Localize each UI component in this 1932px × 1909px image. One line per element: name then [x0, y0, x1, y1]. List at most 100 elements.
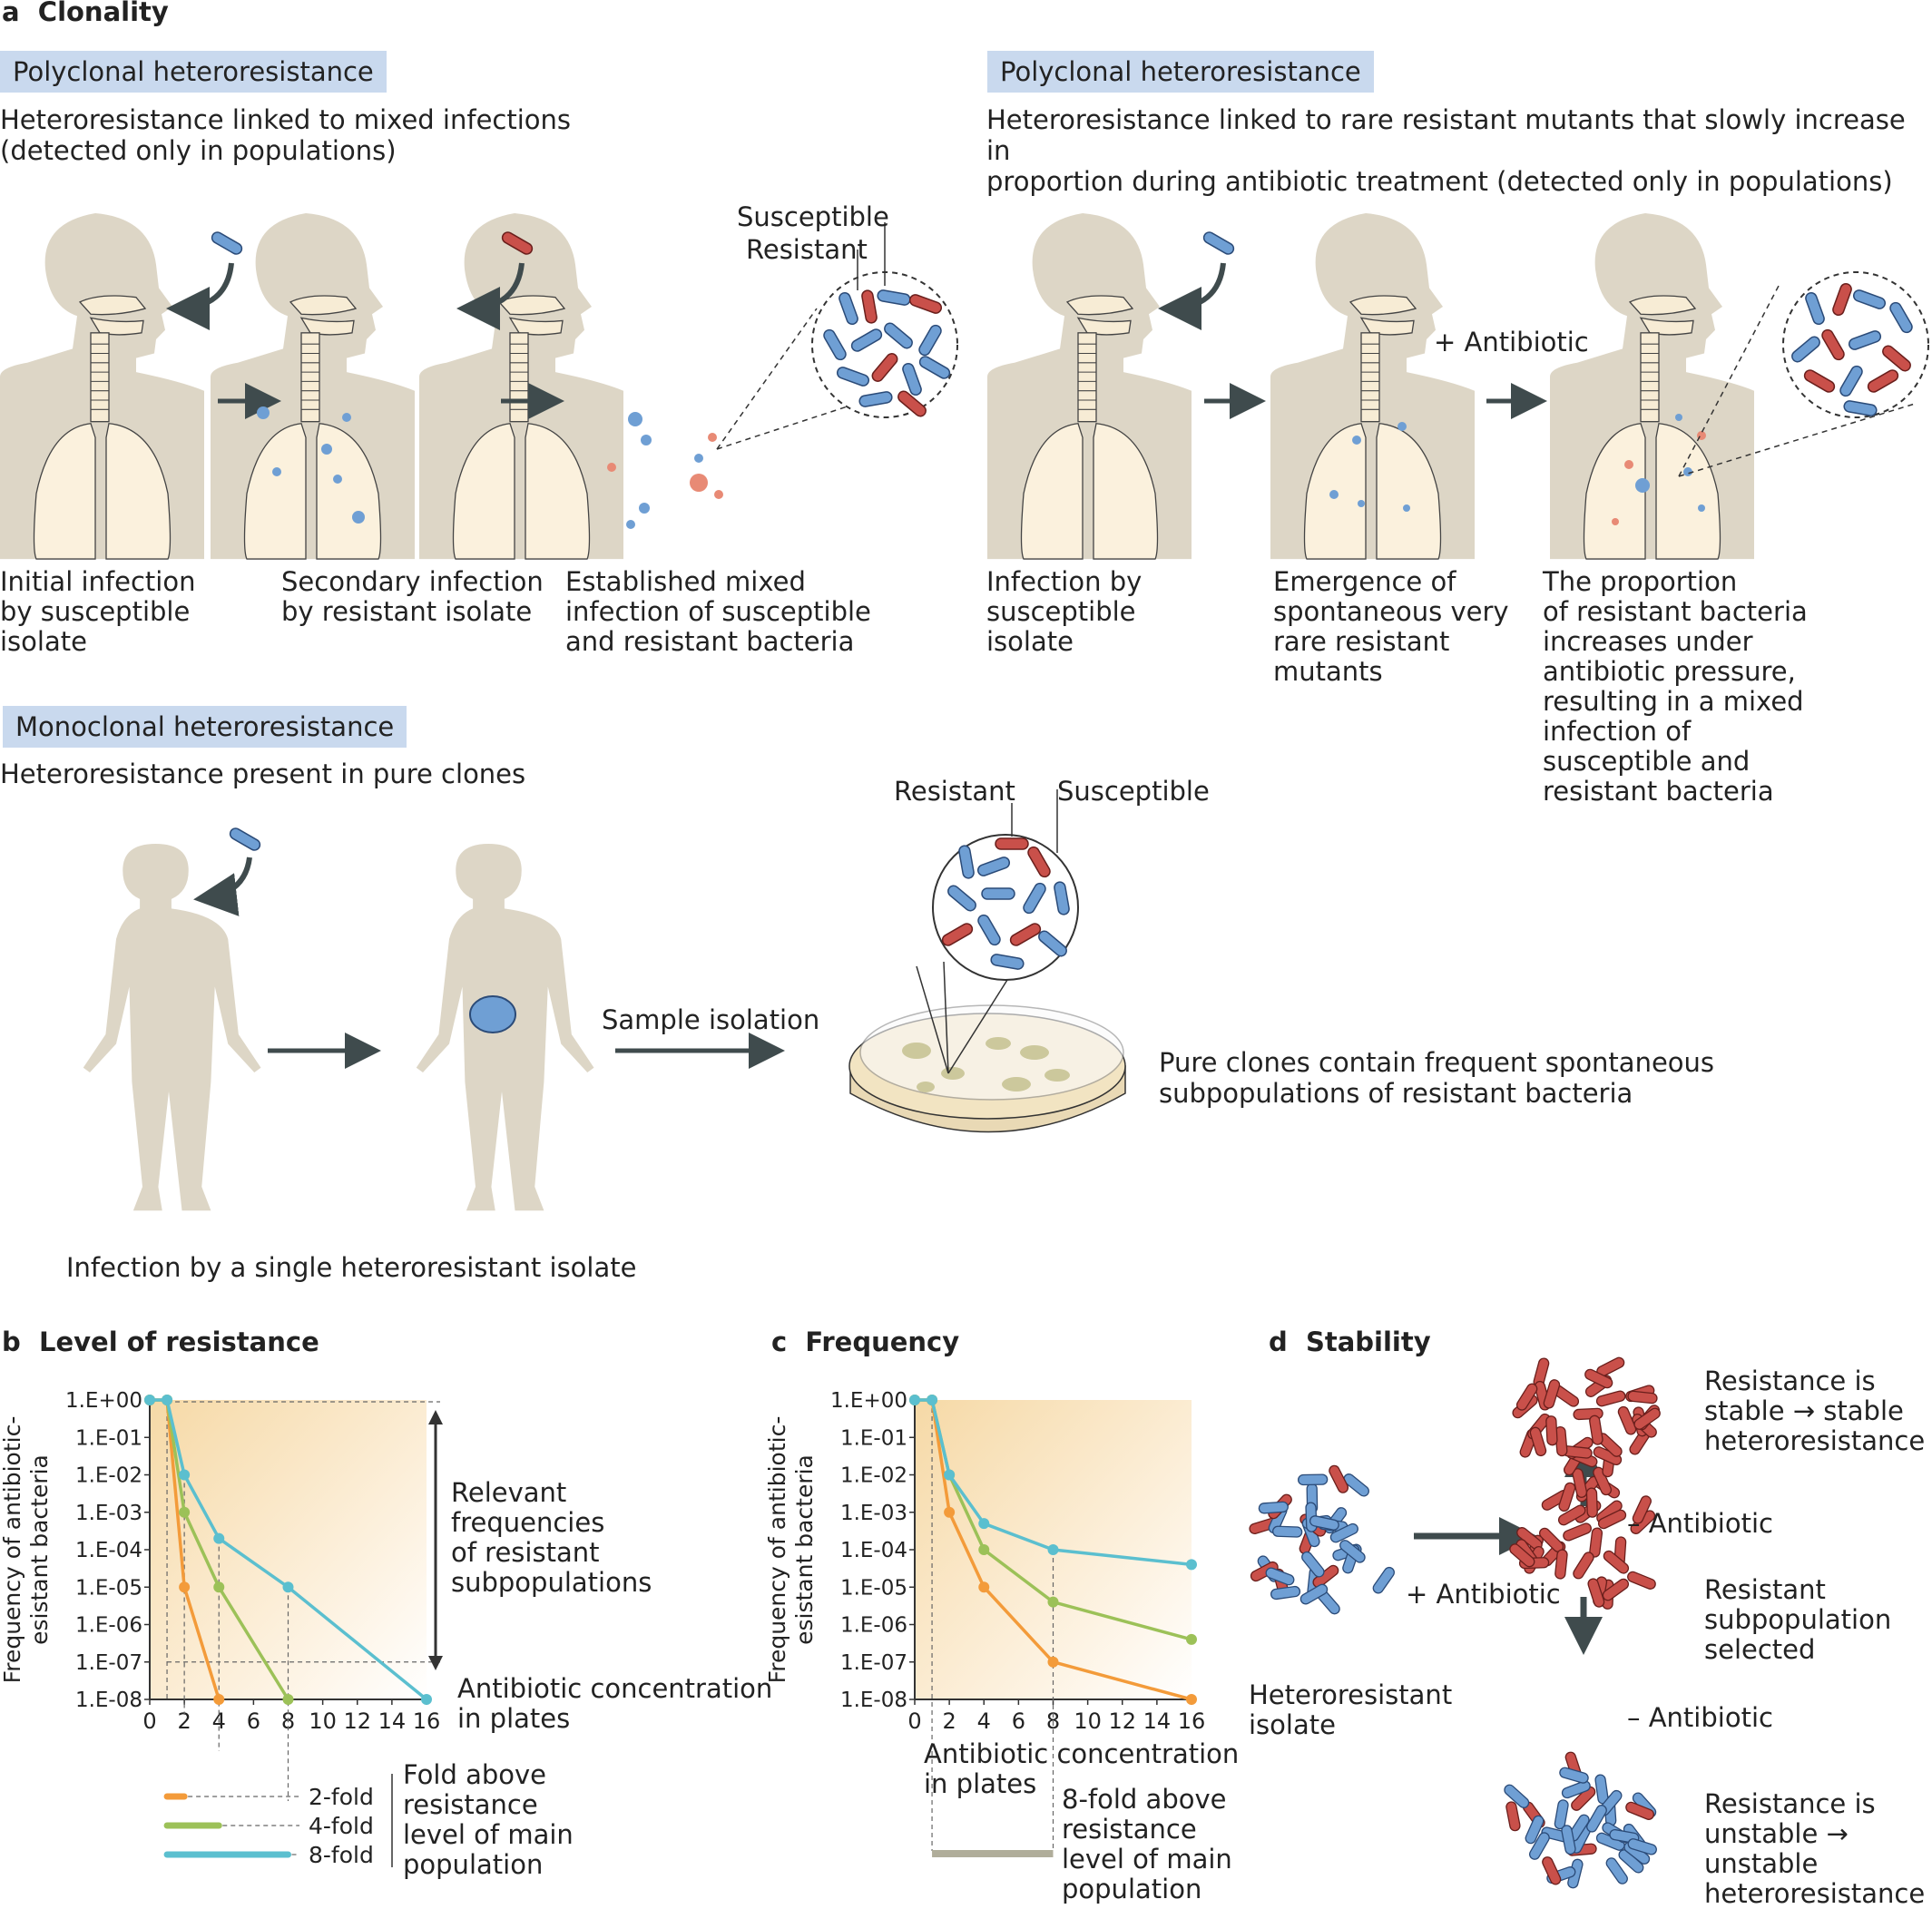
caption-stage-3: Established mixed infection of susceptib… [565, 567, 871, 657]
data-point [978, 1544, 990, 1555]
susceptible-bacterium [1299, 1583, 1329, 1605]
data-point [1186, 1694, 1197, 1705]
label-minus-antibiotic-down: – Antibiotic [1627, 1702, 1773, 1733]
resistant-bacterium [1587, 1578, 1605, 1608]
zoom-circle-clone [932, 789, 1079, 981]
fold-note-c-line: level of main [1062, 1844, 1232, 1875]
caption-line: infection of susceptible [565, 596, 871, 627]
susceptible-bacterium [1372, 1566, 1395, 1594]
y-tick-label: 1.E-04 [840, 1539, 907, 1562]
desc-left-line2: (detected only in populations) [0, 135, 397, 166]
human-head-4 [986, 212, 1192, 560]
zoom-circle-mixed [716, 222, 958, 450]
data-point [944, 1469, 956, 1481]
x-tick-label: 0 [142, 1708, 156, 1734]
x-tick-label: 4 [977, 1708, 991, 1734]
x-tick-label: 16 [413, 1708, 441, 1734]
desc-right-line2: proportion during antibiotic treatment (… [986, 166, 1893, 197]
susceptible-bacterium [1329, 1522, 1358, 1543]
caption-line: Initial infection [0, 566, 196, 597]
range-arrow-head-up [428, 1410, 443, 1424]
incoming-bacterium-mono [193, 826, 263, 916]
human-body-1 [83, 844, 261, 1211]
cluster-heteroresistant-isolate [1249, 1464, 1395, 1615]
stable-line: stable → stable [1704, 1395, 1904, 1426]
label-antibiotic-a: + Antibiotic [1434, 327, 1589, 357]
data-point [1047, 1596, 1059, 1608]
caption-line: susceptible and [1543, 746, 1751, 777]
y-tick-label: 1.E-03 [75, 1502, 142, 1525]
caption-line: mutants [1273, 656, 1383, 687]
label-heteroresistant-isolate: Heteroresistant isolate [1249, 1680, 1452, 1740]
xcaption-c-line: in plates [924, 1768, 1037, 1799]
data-point [944, 1506, 956, 1518]
susceptible-bacterium [1258, 1501, 1289, 1514]
chart-background [150, 1400, 427, 1699]
panel-c-header: c Frequency [771, 1327, 959, 1357]
susceptible-bacterium [1270, 1585, 1301, 1601]
annotation-line: of resistant [451, 1537, 600, 1568]
caption-line: isolate [0, 626, 87, 657]
fold-note-c-line: population [1062, 1874, 1202, 1904]
resistant-bacterium [1571, 1786, 1596, 1811]
susceptible-bacterium [1559, 1767, 1589, 1784]
resistant-bacterium [1573, 1552, 1594, 1580]
human-head-5 [1270, 212, 1476, 560]
resistant-bacterium [1529, 1426, 1547, 1457]
y-tick-label: 1.E+00 [830, 1389, 907, 1413]
label-plus-antibiotic: + Antibiotic [1406, 1579, 1561, 1610]
susceptible-bacterium [1309, 1515, 1339, 1531]
resistant-bacterium [1545, 1415, 1558, 1446]
susceptible-bacterium [1605, 1857, 1628, 1885]
x-tick-label: 12 [343, 1708, 371, 1734]
resistant-bacterium [1597, 1509, 1627, 1530]
caption-line: Emergence of [1273, 566, 1456, 597]
susceptible-bacterium [1586, 1805, 1607, 1833]
data-point [909, 1395, 920, 1405]
polyclonal-tag-right: Polyclonal heteroresistance [987, 51, 1374, 93]
susceptible-bacterium [1272, 1525, 1303, 1538]
caption-line: by susceptible [0, 596, 191, 627]
stable-line: Resistance is [1704, 1366, 1876, 1396]
label-susceptible-a: Susceptible [737, 201, 889, 232]
stability-diagram [1249, 1356, 1661, 1889]
panel-a-header: a Clonality [2, 0, 169, 27]
susceptible-bacterium [1343, 1473, 1369, 1497]
resistant-bacterium [1543, 1379, 1561, 1409]
caption-line: increases under [1543, 626, 1753, 657]
susceptible-bacterium [1529, 1832, 1550, 1860]
y-tick-label: 1.E-07 [840, 1651, 907, 1675]
x-tick-label: 2 [942, 1708, 956, 1734]
annotation-line: frequencies [451, 1507, 605, 1538]
caption-line: rare resistant [1273, 626, 1450, 657]
resistant-bacterium [1632, 1495, 1652, 1524]
caption-stage-5: Emergence of spontaneous very rare resis… [1273, 567, 1509, 687]
caption-line: resulting in a mixed [1543, 686, 1804, 717]
label-minus-antibiotic-up: – Antibiotic [1627, 1508, 1773, 1539]
x-tick-label: 2 [177, 1708, 191, 1734]
y-axis-label-line2: esistant bacteria [26, 1454, 53, 1645]
caption-line: Established mixed [565, 566, 806, 597]
label-sample-isolation: Sample isolation [602, 1004, 820, 1035]
data-point [213, 1581, 225, 1593]
fold-note-c-line: 8-fold above [1062, 1784, 1227, 1815]
chart-level-of-resistance: 1.E+001.E-011.E-021.E-031.E-041.E-051.E-… [0, 1389, 443, 1868]
x-tick-label: 14 [378, 1708, 407, 1734]
chart-frequency: 1.E+001.E-011.E-021.E-031.E-041.E-051.E-… [764, 1389, 1205, 1857]
data-point [179, 1469, 191, 1481]
resistant-bacterium [1563, 1522, 1592, 1542]
data-point [927, 1395, 938, 1405]
y-tick-label: 1.E-08 [840, 1689, 907, 1712]
label-resistant-a: Resistant [746, 234, 868, 265]
caption-line: and resistant bacteria [565, 626, 855, 657]
y-tick-label: 1.E-05 [840, 1576, 907, 1600]
x-tick-label: 14 [1143, 1708, 1172, 1734]
cluster-stable [1512, 1356, 1661, 1478]
resistant-bacterium [1589, 1415, 1603, 1445]
xcaption-b-line: Antibiotic concentration [457, 1673, 773, 1704]
x-tick-label: 6 [247, 1708, 260, 1734]
data-point [1047, 1656, 1059, 1668]
panel-b-header: b Level of resistance [2, 1327, 319, 1357]
data-point [179, 1506, 191, 1518]
data-point [213, 1694, 225, 1705]
